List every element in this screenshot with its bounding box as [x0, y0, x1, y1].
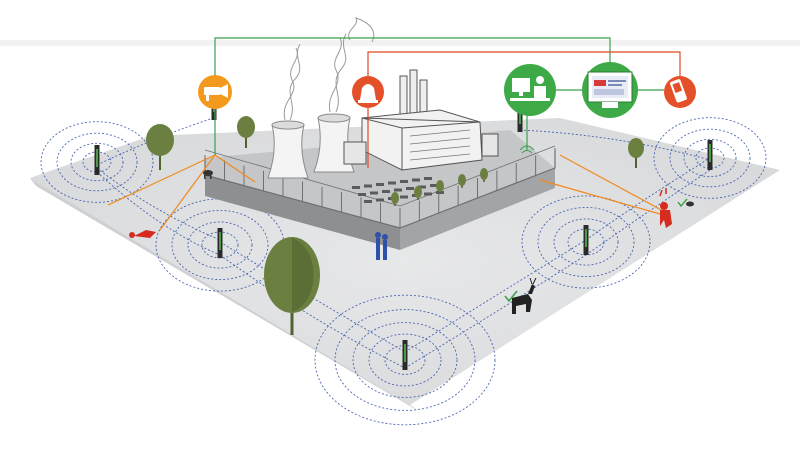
- intruder-right: [659, 188, 672, 228]
- large-trees: [146, 116, 644, 335]
- field-ring: [537, 206, 635, 278]
- field-ring: [521, 195, 651, 289]
- alarm-siren-icon: [352, 76, 384, 108]
- parked-car: [382, 190, 390, 193]
- parked-car: [424, 192, 432, 196]
- field-ring: [187, 221, 253, 269]
- parked-car: [376, 198, 384, 202]
- tree-back-right: [628, 138, 644, 168]
- small-animal-left: [203, 170, 213, 179]
- sensor-detection-fields: [40, 117, 767, 426]
- field-band: [96, 167, 221, 241]
- parked-car: [376, 183, 384, 186]
- field-ring: [553, 218, 619, 266]
- field-band: [219, 254, 406, 369]
- camera-view-links: [107, 154, 666, 231]
- field-ring: [368, 333, 442, 387]
- factory-building: [343, 69, 499, 171]
- site-tree: [436, 180, 444, 192]
- field-ring: [314, 294, 496, 426]
- tree-back-left: [146, 124, 174, 170]
- green-check-right: [677, 198, 688, 208]
- ground-shadow: [30, 178, 420, 412]
- mobile-phone-icon: [664, 76, 696, 108]
- parked-car: [358, 193, 366, 196]
- field-ring: [334, 309, 476, 411]
- smoke-plumes: [283, 17, 375, 121]
- parked-car: [364, 184, 372, 188]
- plant-site-side: [205, 175, 400, 250]
- parked-car: [364, 200, 372, 203]
- field-ring: [40, 121, 154, 203]
- field-band: [96, 171, 221, 256]
- sensor-post-light: [96, 149, 98, 167]
- small-animal-right: [686, 201, 694, 207]
- tree-back-mid: [237, 116, 255, 148]
- plant-site-front: [400, 168, 555, 250]
- site-tree: [414, 186, 422, 198]
- monitor-display-icon: [582, 62, 638, 118]
- security-guards: [375, 232, 388, 260]
- parked-car: [430, 184, 438, 187]
- deer-animal: [512, 277, 537, 314]
- field-ring: [653, 117, 767, 199]
- parked-car: [412, 178, 420, 182]
- field-ring: [70, 142, 124, 182]
- intruder-left: [129, 230, 156, 238]
- sensor-post-light: [219, 232, 221, 250]
- field-band: [96, 117, 215, 166]
- site-tree: [391, 192, 399, 204]
- fence-posts: [204, 148, 556, 228]
- site-tree: [480, 168, 488, 180]
- site-trees: [391, 168, 488, 206]
- animal-ok-indicator: [504, 290, 518, 303]
- tree-front-left: [264, 237, 320, 335]
- parked-car: [394, 188, 402, 192]
- parked-car: [400, 180, 408, 183]
- parked-car: [352, 186, 360, 189]
- parked-car: [418, 185, 426, 189]
- site-tree: [458, 174, 466, 186]
- parked-car: [424, 177, 432, 180]
- sensor-post-light: [404, 344, 406, 362]
- network-wiring: [214, 37, 681, 168]
- sensor-post-light: [709, 144, 711, 162]
- parked-car: [370, 191, 378, 195]
- field-ring: [683, 138, 737, 178]
- sensor-post-light: [585, 229, 587, 247]
- field-ring: [352, 322, 458, 398]
- parked-car: [388, 181, 396, 185]
- field-band: [585, 157, 711, 241]
- camera-icon: [198, 75, 232, 109]
- gate-sensor: [519, 145, 535, 154]
- field-ring: [669, 128, 751, 188]
- field-band: [404, 254, 587, 369]
- operator-workstation-icon: [504, 64, 556, 116]
- parked-car: [400, 195, 408, 199]
- sensor-post-light: [519, 106, 521, 124]
- parked-car: [406, 187, 414, 190]
- cooling-tower-left: [267, 124, 309, 179]
- field-ring: [171, 209, 269, 281]
- field-ring: [56, 132, 138, 192]
- horizon-band: [0, 40, 800, 46]
